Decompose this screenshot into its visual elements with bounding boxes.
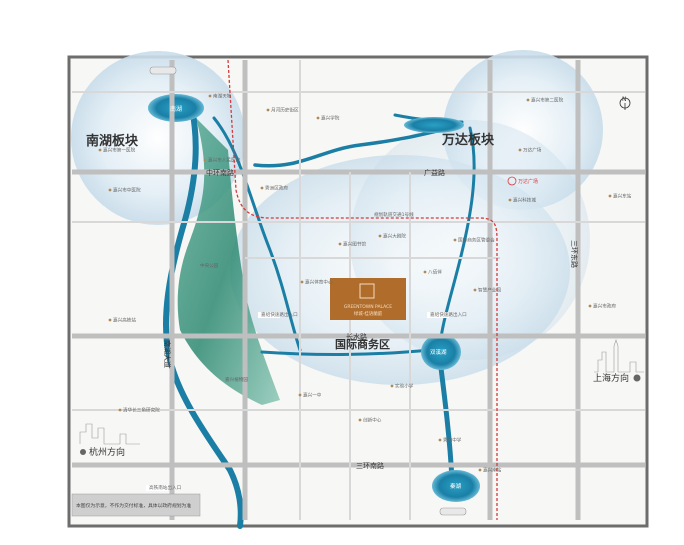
poi-label: 智慧产业园: [478, 287, 501, 294]
landmark-central-park: 中央公园: [200, 262, 219, 269]
project-name-en: GREENTOWN PALACE: [344, 304, 392, 310]
direction-hangzhou: 杭州方向: [80, 446, 125, 458]
poi-marker: 嘉兴图书馆: [338, 241, 366, 248]
poi-label: 嘉兴市政府: [593, 303, 616, 310]
poi-marker: 智慧产业园: [473, 287, 501, 294]
poi-label: 嘉兴科技城: [513, 197, 536, 204]
landmark-botanic: 嘉兴植物园: [225, 376, 248, 383]
poi-marker: 嘉兴南站: [478, 467, 502, 474]
road-changshui: 长水路: [346, 332, 367, 341]
poi-label: 嘉兴体育中心: [305, 279, 333, 286]
poi-label: 嘉兴市第二医院: [531, 97, 564, 104]
legend-note: 本图仅为示意，不作为交付标准，具体以政府规划为准: [71, 493, 201, 517]
train-icon-south: [439, 507, 467, 516]
svg-text:本图仅为示意，不作为交付标准，具体以政府规划为准: 本图仅为示意，不作为交付标准，具体以政府规划为准: [76, 502, 191, 509]
road-guangyi: 广益路: [424, 168, 445, 177]
poi-marker: 嘉兴市第一医院: [98, 147, 136, 154]
metro-note: 规划轨道交通1号线: [374, 211, 414, 218]
entrance-east: 嘉绍快速路出入口: [430, 311, 467, 318]
major-roads: [72, 60, 645, 520]
train-icon: [149, 66, 177, 75]
lake-shuangxi-label: 双溪湖: [430, 348, 447, 356]
poi-marker: 清华长三角研究院: [118, 407, 160, 414]
skyline-hangzhou-icon: [79, 423, 140, 445]
svg-text:杭州方向: 杭州方向: [89, 446, 125, 458]
poi-marker: 嘉兴市人民医院: [203, 157, 241, 164]
poi-marker: 嘉兴市第二医院: [526, 97, 564, 104]
poi-label: 嘉兴市中医院: [113, 187, 141, 194]
poi-layer: 南湖天地月河历史街区嘉兴市第一医院嘉兴市人民医院嘉兴市中医院嘉兴学院秀洲区政府嘉…: [98, 93, 632, 474]
poi-marker: 实验小学: [390, 383, 414, 390]
poi-label: 实验小学: [395, 383, 414, 390]
poi-label: 万达广场: [523, 147, 542, 154]
poi-label: 秀洲区政府: [265, 185, 288, 192]
project-name-cn: 绿城·桂语蘭庭: [354, 310, 383, 317]
district-cbd: 国际商务区: [335, 337, 390, 351]
poi-label: 嘉兴图书馆: [343, 241, 366, 248]
poi-marker: 嘉兴大剧院: [378, 233, 406, 240]
poi-label: 创新中心: [363, 417, 382, 424]
poi-label: 嘉兴市人民医院: [208, 157, 241, 164]
poi-marker: 嘉兴一中: [298, 392, 322, 399]
poi-marker: 国际商务区管委会: [453, 237, 495, 244]
district-wanda: 万达板块: [441, 132, 495, 148]
poi-label: 秀州中学: [443, 437, 462, 444]
poi-marker: 嘉兴市中医院: [108, 187, 141, 194]
poi-label: 嘉兴南站: [483, 467, 502, 474]
poi-label: 嘉兴学院: [321, 115, 340, 122]
poi-marker: 八佰伴: [423, 269, 442, 276]
poi-marker: 月河历史街区: [266, 107, 299, 114]
poi-marker: 创新中心: [358, 417, 382, 424]
green-belt: [177, 118, 280, 405]
poi-label: 南湖天地: [213, 93, 232, 100]
lake-shuangxi: [421, 334, 461, 370]
direction-shanghai: 上海方向: [593, 372, 641, 384]
poi-marker: 嘉兴学院: [316, 115, 340, 122]
poi-label: 清华长三角研究院: [123, 407, 160, 414]
road-zhonghuan-nan: 中环南路: [206, 168, 234, 177]
svg-text:万达广场: 万达广场: [518, 178, 538, 185]
poi-marker: 嘉兴科技城: [508, 197, 536, 204]
poi-marker: 秀洲区政府: [260, 185, 288, 192]
skyline-shanghai-icon: [594, 339, 644, 373]
lake-nanhu-label: 南湖: [170, 105, 182, 113]
poi-marker: 嘉兴高铁站: [108, 317, 136, 324]
entrance-west: 嘉绍快速路出入口: [261, 311, 298, 318]
svg-text:上海方向: 上海方向: [593, 372, 629, 384]
road-sanhuan-nan: 三环南路: [356, 461, 384, 470]
poi-marker: 秀州中学: [438, 437, 462, 444]
lake-qinhu-label: 秦湖: [450, 482, 462, 490]
poi-marker: 嘉兴市政府: [588, 303, 616, 310]
poi-label: 嘉兴高铁站: [113, 317, 136, 324]
entrance-south: 高铁南站出入口: [149, 484, 182, 491]
district-nanhu: 南湖板块: [86, 133, 139, 149]
landmark-wanda-plaza: 万达广场: [507, 176, 538, 186]
road-nanhu-avenue: 南湖大道: [163, 340, 172, 368]
poi-label: 嘉兴大剧院: [383, 233, 406, 240]
road-sanhuan-dong: 三环东路: [570, 240, 579, 268]
lake-qinhu: [432, 470, 480, 502]
poi-marker: 万达广场: [518, 147, 542, 154]
lake-nanhu: [148, 94, 204, 122]
poi-marker: 嘉兴体育中心: [300, 279, 333, 286]
svg-text:N: N: [622, 96, 627, 103]
poi-label: 嘉兴一中: [303, 392, 322, 399]
north-arrow-icon: N: [619, 96, 631, 110]
poi-label: 国际商务区管委会: [458, 237, 495, 244]
poi-label: 嘉兴市第一医院: [103, 147, 136, 154]
entrance-markers: 嘉绍快速路出入口 嘉绍快速路出入口 高铁南站出入口: [146, 311, 467, 491]
poi-label: 嘉兴东站: [613, 193, 632, 200]
lake-wanda: [404, 117, 464, 133]
poi-label: 月河历史街区: [271, 107, 299, 114]
metro-line: [227, 59, 498, 520]
project-block[interactable]: GREENTOWN PALACE 绿城·桂语蘭庭: [330, 278, 406, 320]
poi-marker: 嘉兴东站: [608, 193, 632, 200]
rivers: [163, 97, 476, 529]
poi-marker: 南湖天地: [208, 93, 232, 100]
poi-label: 八佰伴: [428, 269, 442, 276]
minor-roads: [72, 60, 645, 520]
